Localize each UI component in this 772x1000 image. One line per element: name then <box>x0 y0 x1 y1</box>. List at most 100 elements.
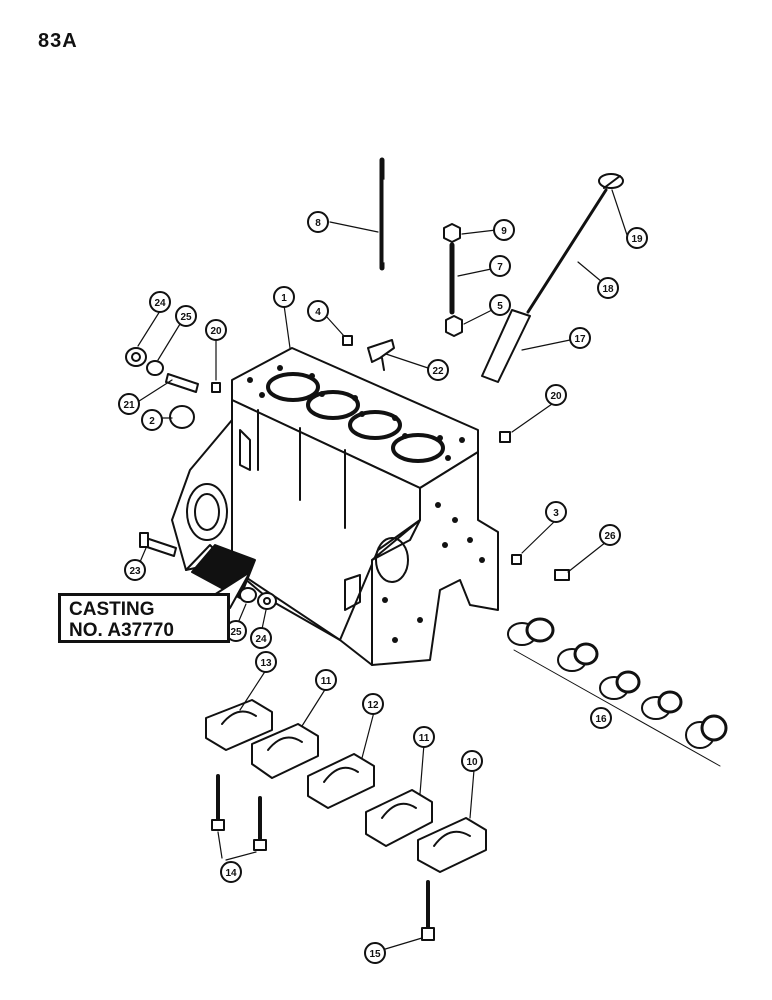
callout-label-5: 5 <box>497 301 503 312</box>
bushing-4 <box>641 690 683 720</box>
leader-lines <box>135 189 629 951</box>
callout-label-24b: 24 <box>255 634 267 645</box>
callout-label-1: 1 <box>281 293 287 304</box>
callout-19 <box>626 227 648 249</box>
part-14-bolt-a <box>211 774 225 831</box>
engine-block <box>171 347 499 666</box>
callout-label-25b: 25 <box>230 627 242 638</box>
callout-16 <box>590 707 612 729</box>
callout-label-22: 22 <box>432 366 444 377</box>
callout-label-17: 17 <box>574 334 586 345</box>
callout-label-21: 21 <box>123 400 135 411</box>
callout-24a <box>149 291 171 313</box>
part-5-nut <box>445 315 463 337</box>
callout-2 <box>141 409 163 431</box>
part-19-handle <box>598 173 624 189</box>
callout-13 <box>255 651 277 673</box>
callout-label-9: 9 <box>501 226 507 237</box>
callout-17 <box>569 327 591 349</box>
callouts <box>118 211 648 964</box>
part-16-bushings <box>507 617 728 767</box>
bushing-1 <box>507 617 555 646</box>
part-4-plug <box>342 335 353 346</box>
callout-25a <box>175 305 197 327</box>
callout-10 <box>461 750 483 772</box>
casting-number-label: CASTING NO. A37770 <box>58 593 230 643</box>
bearing-cap-13 <box>205 699 273 751</box>
callout-11a <box>315 669 337 691</box>
callout-label-20b: 20 <box>550 391 562 402</box>
callout-7 <box>489 255 511 277</box>
part-14-bolt-b <box>253 796 267 851</box>
casting-label-line2: NO. A37770 <box>69 620 174 641</box>
callout-8 <box>307 211 329 233</box>
bushing-2 <box>557 642 599 672</box>
callout-label-11b: 11 <box>419 733 430 744</box>
callout-label-25a: 25 <box>180 312 192 323</box>
bearing-cap-11-a <box>251 723 319 779</box>
casting-label-line1: CASTING <box>69 599 155 620</box>
callout-label-13: 13 <box>260 658 272 669</box>
callout-label-23: 23 <box>129 566 141 577</box>
callout-label-4: 4 <box>315 307 321 318</box>
callout-12 <box>362 693 384 715</box>
callout-1 <box>273 286 295 308</box>
part-23-bolt <box>139 532 177 557</box>
callout-label-18: 18 <box>602 284 614 295</box>
callout-26 <box>599 524 621 546</box>
callout-label-20a: 20 <box>210 326 222 337</box>
bearing-cap-12 <box>307 753 375 809</box>
callout-4 <box>307 300 329 322</box>
part-25-washer-top <box>146 360 164 376</box>
callout-label-2: 2 <box>149 416 155 427</box>
callout-label-7: 7 <box>497 262 503 273</box>
part-20-plug-a <box>211 382 221 393</box>
callout-label-14: 14 <box>225 868 237 879</box>
callout-labels: 1 2 3 4 5 7 8 9 10 11 11 12 13 14 15 16 … <box>123 218 643 960</box>
part-15-bolt <box>421 880 435 941</box>
callout-15 <box>364 942 386 964</box>
callout-label-3: 3 <box>553 508 559 519</box>
callout-label-15: 15 <box>369 949 381 960</box>
page-number: 83A <box>38 30 78 52</box>
callout-24b <box>250 627 272 649</box>
callout-label-26: 26 <box>604 531 616 542</box>
callout-label-12: 12 <box>367 700 379 711</box>
bearing-cap-11-b <box>365 789 433 847</box>
part-2-plug <box>169 405 195 429</box>
callout-18 <box>597 277 619 299</box>
part-9-nut <box>443 223 461 243</box>
callout-5 <box>489 294 511 316</box>
callout-14 <box>220 861 242 883</box>
callout-label-10: 10 <box>466 757 478 768</box>
part-22-fitting <box>367 339 395 371</box>
callout-11b <box>413 726 435 748</box>
callout-21 <box>118 393 140 415</box>
part-24-nut-top <box>125 347 147 367</box>
bushing-3 <box>599 670 641 700</box>
part-24-nut-low <box>257 592 277 610</box>
callout-20b <box>545 384 567 406</box>
part-18-dipstick <box>526 188 608 314</box>
callout-23 <box>124 559 146 581</box>
bushing-5 <box>685 714 728 749</box>
callout-label-8: 8 <box>315 218 321 229</box>
part-26-plug <box>554 569 570 581</box>
callout-label-11a: 11 <box>321 676 332 687</box>
callout-label-24a: 24 <box>154 298 166 309</box>
callout-20a <box>205 319 227 341</box>
bearing-cap-10 <box>417 817 487 873</box>
part-17-tube <box>481 309 531 383</box>
part-25-washer-low <box>239 587 257 603</box>
callout-22 <box>427 359 449 381</box>
callout-9 <box>493 219 515 241</box>
part-3-plug <box>511 554 522 565</box>
part-8-stud <box>379 157 385 271</box>
part-20-plug-b <box>499 431 511 443</box>
part-21-stud <box>165 373 199 393</box>
callout-label-19: 19 <box>631 234 643 245</box>
callout-label-16: 16 <box>595 714 607 725</box>
callout-3 <box>545 501 567 523</box>
